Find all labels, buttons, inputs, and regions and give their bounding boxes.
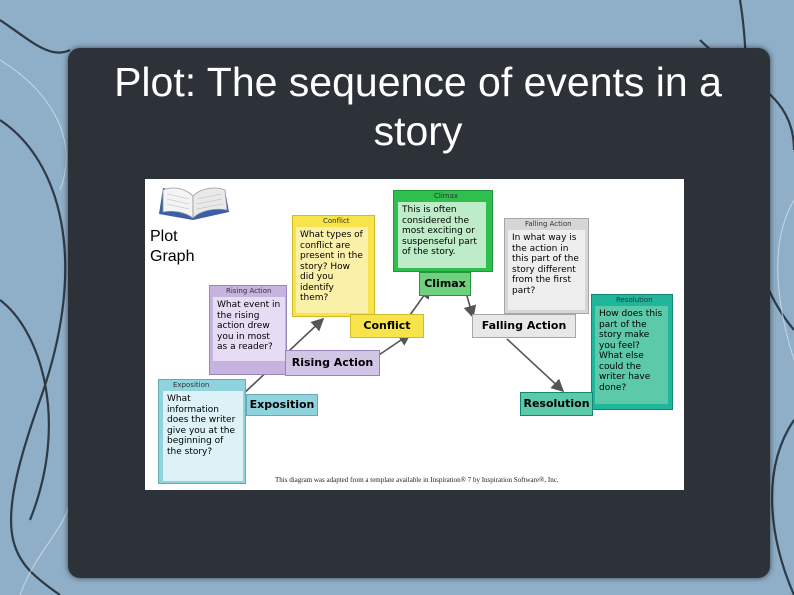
- book-icon: [159, 187, 229, 220]
- arrow-falling-to-resolution: [506, 338, 565, 393]
- climax-question: This is often considered the most exciti…: [398, 202, 486, 268]
- rising-action-stage: Rising Action: [285, 350, 380, 376]
- rising-action-card: Rising Action What event in the rising a…: [209, 285, 287, 375]
- exposition-stage: Exposition: [246, 394, 318, 416]
- conflict-tab: Conflict: [323, 217, 350, 225]
- conflict-card: Conflict What types of conflict are pres…: [292, 215, 375, 317]
- falling-action-stage: Falling Action: [472, 314, 576, 338]
- climax-tab: Climax: [434, 192, 459, 200]
- diagram-credit: This diagram was adapted from a template…: [275, 476, 559, 484]
- climax-card: Climax This is often considered the most…: [393, 190, 493, 272]
- plot-graph-label: Plot Graph: [147, 226, 211, 268]
- exposition-tab: Exposition: [173, 381, 210, 389]
- conflict-stage: Conflict: [350, 314, 424, 338]
- resolution-tab: Resolution: [616, 296, 653, 304]
- arrow-climax-to-falling: [463, 295, 477, 319]
- resolution-stage: Resolution: [520, 392, 593, 416]
- exposition-card: Exposition What information does the wri…: [158, 379, 246, 484]
- exposition-question: What information does the writer give yo…: [163, 391, 243, 481]
- falling-action-card: Falling Action In what way is the action…: [504, 218, 589, 314]
- resolution-question: How does this part of the story make you…: [595, 306, 668, 404]
- conflict-question: What types of conflict are present in th…: [296, 227, 368, 313]
- slide-title: Plot: The sequence of events in a story: [114, 59, 722, 154]
- rising-action-question: What event in the rising action drew you…: [213, 297, 285, 361]
- falling-action-tab: Falling Action: [525, 220, 572, 228]
- climax-stage: Climax: [419, 272, 471, 296]
- rising-action-tab: Rising Action: [226, 287, 272, 295]
- falling-action-question: In what way is the action in this part o…: [508, 230, 585, 310]
- resolution-card: Resolution How does this part of the sto…: [591, 294, 673, 410]
